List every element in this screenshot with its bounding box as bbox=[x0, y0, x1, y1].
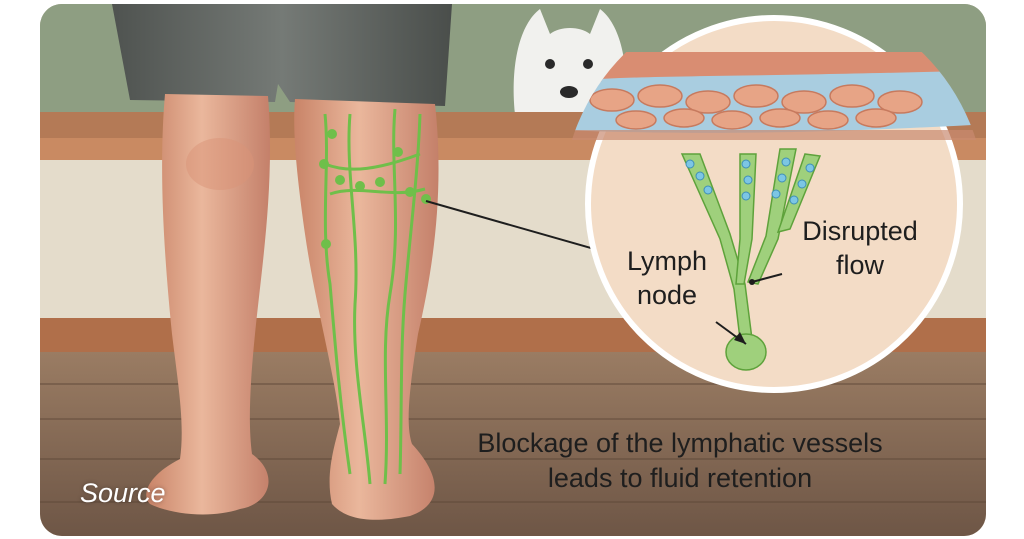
shorts bbox=[112, 4, 452, 106]
caption-line2: leads to fluid retention bbox=[547, 463, 813, 493]
caption-line1: Blockage of the lymphatic vessels bbox=[477, 428, 883, 458]
healthy-leg bbox=[146, 94, 271, 515]
lymphatic-vessel-detail bbox=[680, 148, 822, 371]
magnified-inset bbox=[562, 15, 986, 393]
lymph-node-label: Lymph node bbox=[602, 244, 732, 312]
lymphedema-illustration bbox=[40, 4, 986, 536]
swollen-leg bbox=[294, 99, 439, 520]
illustration-card: Lymph node Disrupted flow Blockage of th… bbox=[40, 4, 986, 536]
disrupted-flow-label-line2: flow bbox=[835, 250, 884, 280]
disrupted-flow-label: Disrupted flow bbox=[775, 214, 945, 282]
lymph-node-label-line1: Lymph bbox=[626, 246, 708, 276]
lymph-node-label-line2: node bbox=[636, 280, 698, 310]
lymph-nodes bbox=[319, 129, 431, 249]
disrupted-flow-label-line1: Disrupted bbox=[802, 216, 918, 246]
source-link[interactable]: Source bbox=[80, 478, 166, 508]
caption: Blockage of the lymphatic vessels leads … bbox=[400, 426, 960, 496]
